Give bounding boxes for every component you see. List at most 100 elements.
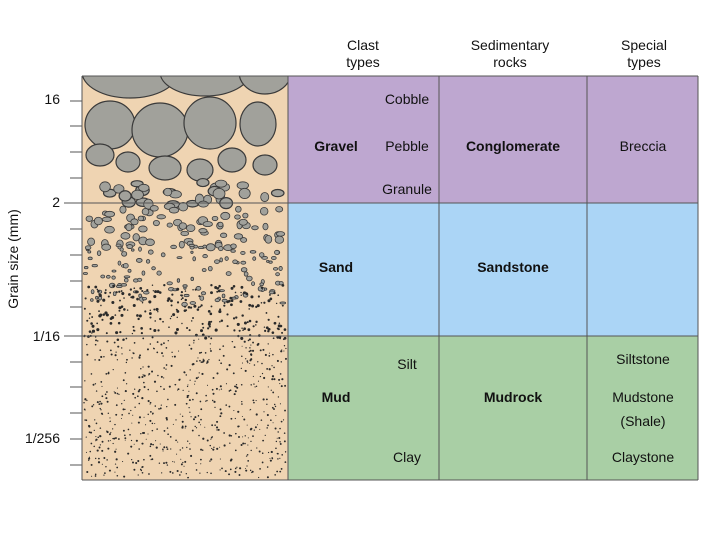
silt-grain <box>109 417 111 419</box>
silt-grain <box>181 297 184 300</box>
silt-grain <box>163 430 166 432</box>
silt-grain <box>250 344 252 346</box>
silt-grain <box>116 466 119 469</box>
silt-grain <box>253 401 255 404</box>
silt-grain <box>139 286 143 290</box>
silt-grain <box>124 408 126 410</box>
silt-grain <box>149 327 152 331</box>
silt-grain <box>136 297 139 301</box>
silt-grain <box>116 338 120 342</box>
granule-clast <box>211 215 219 222</box>
silt-grain <box>182 461 184 464</box>
silt-grain <box>218 389 220 391</box>
silt-grain <box>132 392 135 395</box>
silt-grain <box>279 373 282 375</box>
silt-grain <box>197 306 200 309</box>
silt-grain <box>107 447 110 450</box>
silt-grain <box>85 436 87 438</box>
silt-grain <box>114 471 116 473</box>
silt-grain <box>212 392 215 395</box>
silt-grain <box>149 454 152 457</box>
silt-grain <box>255 305 258 309</box>
silt-grain <box>241 327 243 329</box>
silt-grain <box>252 341 254 344</box>
silt-grain <box>83 402 85 404</box>
silt-grain <box>189 306 193 309</box>
granule-clast <box>276 231 286 237</box>
silt-grain <box>154 405 157 407</box>
silt-grain <box>138 376 141 379</box>
silt-grain <box>117 345 120 348</box>
sand-label: Sand <box>318 259 354 275</box>
silt-grain <box>150 459 152 461</box>
silt-grain <box>266 413 269 417</box>
cobble-clast <box>160 76 250 97</box>
silt-grain <box>169 470 172 473</box>
silt-grain <box>275 447 277 450</box>
silt-grain <box>241 362 244 364</box>
sand-clast <box>202 254 208 259</box>
silt-grain <box>190 454 193 458</box>
silt-grain <box>116 392 119 395</box>
silt-grain <box>185 473 187 475</box>
sand-band <box>288 203 698 336</box>
silt-grain <box>240 443 243 446</box>
silt-grain <box>254 386 256 388</box>
silt-grain <box>114 354 117 357</box>
silt-grain <box>179 413 181 415</box>
silt-grain <box>125 383 128 385</box>
pebble-clast <box>131 189 144 200</box>
sand-clast <box>195 286 202 291</box>
silt-grain <box>244 467 246 469</box>
silt-grain <box>250 440 252 443</box>
silt-grain <box>85 451 88 453</box>
silt-grain <box>175 419 177 421</box>
silt-grain <box>198 434 200 437</box>
silt-grain <box>266 427 268 429</box>
sand-clast <box>170 244 177 249</box>
silt-grain <box>280 385 283 388</box>
silt-grain <box>122 379 125 382</box>
silt-grain <box>177 388 180 391</box>
silt-grain <box>210 337 213 340</box>
silt-grain <box>196 308 200 311</box>
silt-grain <box>184 372 186 374</box>
silt-grain <box>206 399 208 402</box>
silt-grain <box>265 312 268 314</box>
silt-grain <box>148 473 150 475</box>
silt-grain <box>86 319 89 322</box>
silt-grain <box>249 469 252 472</box>
granule-clast <box>238 218 248 226</box>
pebble-clast <box>196 177 210 188</box>
sand-clast <box>246 275 253 282</box>
silt-grain <box>187 394 190 397</box>
silt-grain <box>123 475 126 478</box>
sand-clast <box>225 271 232 276</box>
cobble-clast <box>217 147 247 173</box>
silt-grain <box>250 384 252 386</box>
silt-grain <box>235 432 237 435</box>
silt-grain <box>116 359 119 361</box>
pebble-clast <box>163 187 173 197</box>
silt-grain <box>163 283 166 287</box>
sand-clast <box>271 255 277 261</box>
silt-grain <box>140 432 142 435</box>
silt-grain <box>109 317 113 320</box>
silt-grain <box>260 419 263 421</box>
silt-grain <box>129 433 131 436</box>
silt-grain <box>249 347 251 349</box>
silt-grain <box>279 443 282 445</box>
sand-clast <box>111 269 117 273</box>
silt-grain <box>264 353 267 357</box>
silt-grain <box>159 317 162 321</box>
silt-grain <box>94 343 97 346</box>
silt-grain <box>180 298 183 301</box>
pebble-clast <box>99 181 111 193</box>
granule-clast <box>120 232 131 240</box>
silt-grain <box>200 458 202 461</box>
silt-grain <box>98 358 101 362</box>
silt-grain <box>154 423 156 425</box>
silt-grain <box>115 413 118 416</box>
silt-grain <box>194 425 196 428</box>
